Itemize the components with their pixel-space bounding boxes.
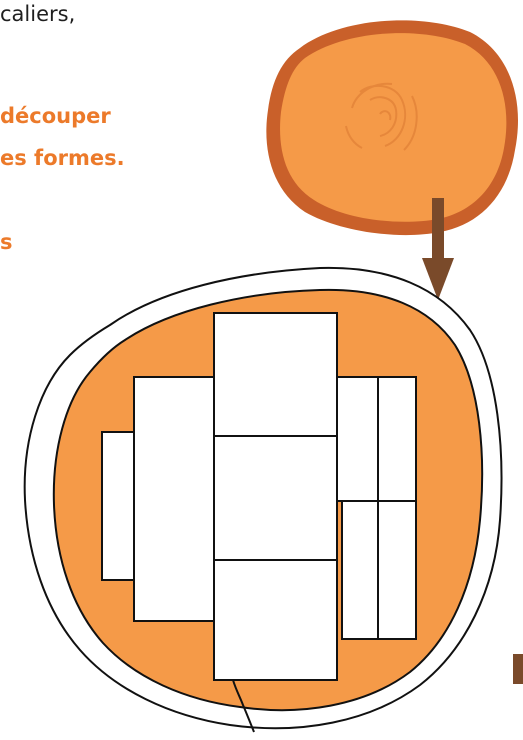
cut-piece-right-1b: [342, 501, 378, 639]
cut-piece-right-1a: [337, 377, 378, 501]
cut-piece-left-large: [134, 377, 214, 621]
cut-piece-center-mid: [214, 436, 337, 560]
next-arrow-fragment: [513, 654, 523, 684]
cut-piece-right-2b: [378, 501, 416, 639]
cut-piece-right-2a: [378, 377, 416, 501]
cutting-plan-diagram: [25, 268, 502, 732]
log-slice-icon: [266, 20, 518, 235]
cut-piece-center-bottom: [214, 560, 337, 680]
cut-piece-left-small: [102, 432, 134, 580]
cut-piece-center-top: [214, 313, 337, 436]
